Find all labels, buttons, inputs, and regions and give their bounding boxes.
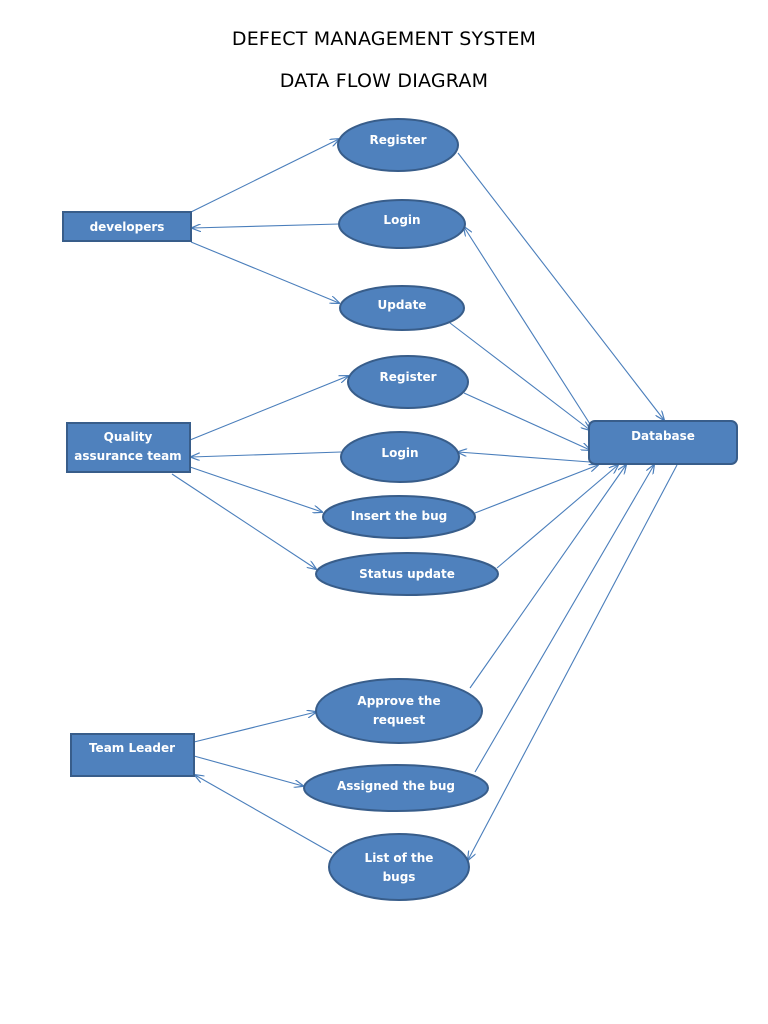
entity-team-leader: Team Leader [70, 733, 195, 777]
arrow-insert-bug-to-database [474, 465, 598, 514]
process-shape [303, 764, 489, 812]
process-insert-bug: Insert the bug [322, 495, 476, 539]
data-store-database: Database [588, 420, 738, 465]
arrow-tl-to-assigned-bug [193, 755, 303, 786]
process-shape [347, 355, 469, 409]
process-label: Assigned the bug [337, 779, 455, 793]
process-label: Insert the bug [351, 509, 447, 523]
process-assigned-bug: Assigned the bug [303, 764, 489, 812]
process-label: Login [381, 446, 418, 460]
arrow-qa-to-insert-bug [189, 466, 322, 512]
process-shape [315, 678, 483, 744]
entity-box [66, 422, 191, 473]
process-shape [337, 118, 459, 172]
entity-quality-assurance-team: Quality assurance team [66, 422, 191, 473]
process-shape [339, 285, 465, 331]
process-list-bugs: List of the bugs [328, 833, 470, 901]
diagram-subtitle: DATA FLOW DIAGRAM [279, 70, 489, 92]
process-label: Register [369, 133, 426, 147]
entity-label-line1: Quality [104, 430, 153, 444]
arrow-list-bugs-to-tl [195, 775, 333, 854]
process-approve-request: Approve the request [315, 678, 483, 744]
database-box [588, 420, 738, 465]
arrow-status-update-to-database [496, 465, 618, 569]
entity-box [62, 211, 192, 242]
arrow-qa-to-register [189, 376, 348, 441]
arrow-assigned-bug-to-database [474, 465, 654, 773]
entity-box [70, 733, 195, 777]
process-label: Register [379, 370, 436, 384]
flow-arrows [171, 139, 678, 860]
process-label: Update [378, 298, 427, 312]
process-qa-login: Login [340, 431, 460, 483]
database-label: Database [631, 429, 695, 443]
process-shape [328, 833, 470, 901]
process-label-line2: request [373, 713, 425, 727]
process-label: Status update [359, 567, 455, 581]
process-label-line1: List of the [365, 851, 434, 865]
process-shape [322, 495, 476, 539]
arrow-login-to-qa [191, 451, 342, 457]
entity-developers: developers [62, 211, 192, 242]
process-label-line2: bugs [383, 870, 416, 884]
process-label: Login [383, 213, 420, 227]
arrow-qa-to-status-update [171, 473, 316, 569]
arrow-developers-to-update [190, 241, 339, 303]
process-developer-register: Register [337, 118, 459, 172]
process-developer-update: Update [339, 285, 465, 331]
arrow-login-to-developers [192, 223, 340, 228]
process-qa-register: Register [347, 355, 469, 409]
process-status-update: Status update [315, 552, 499, 596]
arrow-qa-register-to-database [463, 392, 590, 450]
process-developer-login: Login [338, 199, 466, 249]
entity-label: Team Leader [89, 741, 175, 755]
arrow-update-to-database [449, 322, 590, 430]
arrow-register-to-database [457, 152, 664, 420]
arrow-developers-to-register [190, 139, 339, 213]
process-label-line1: Approve the [357, 694, 440, 708]
entity-label: developers [90, 220, 165, 234]
process-shape [315, 552, 499, 596]
entity-label-line2: assurance team [74, 449, 181, 463]
diagram-title: DEFECT MANAGEMENT SYSTEM [231, 28, 537, 50]
process-shape [340, 431, 460, 483]
arrow-database-to-list-bugs [468, 464, 678, 860]
process-shape [338, 199, 466, 249]
arrow-database-to-qa-login [458, 452, 591, 463]
arrow-database-to-login [464, 227, 591, 425]
arrow-approve-to-database [469, 465, 626, 689]
arrow-tl-to-approve [193, 712, 316, 743]
